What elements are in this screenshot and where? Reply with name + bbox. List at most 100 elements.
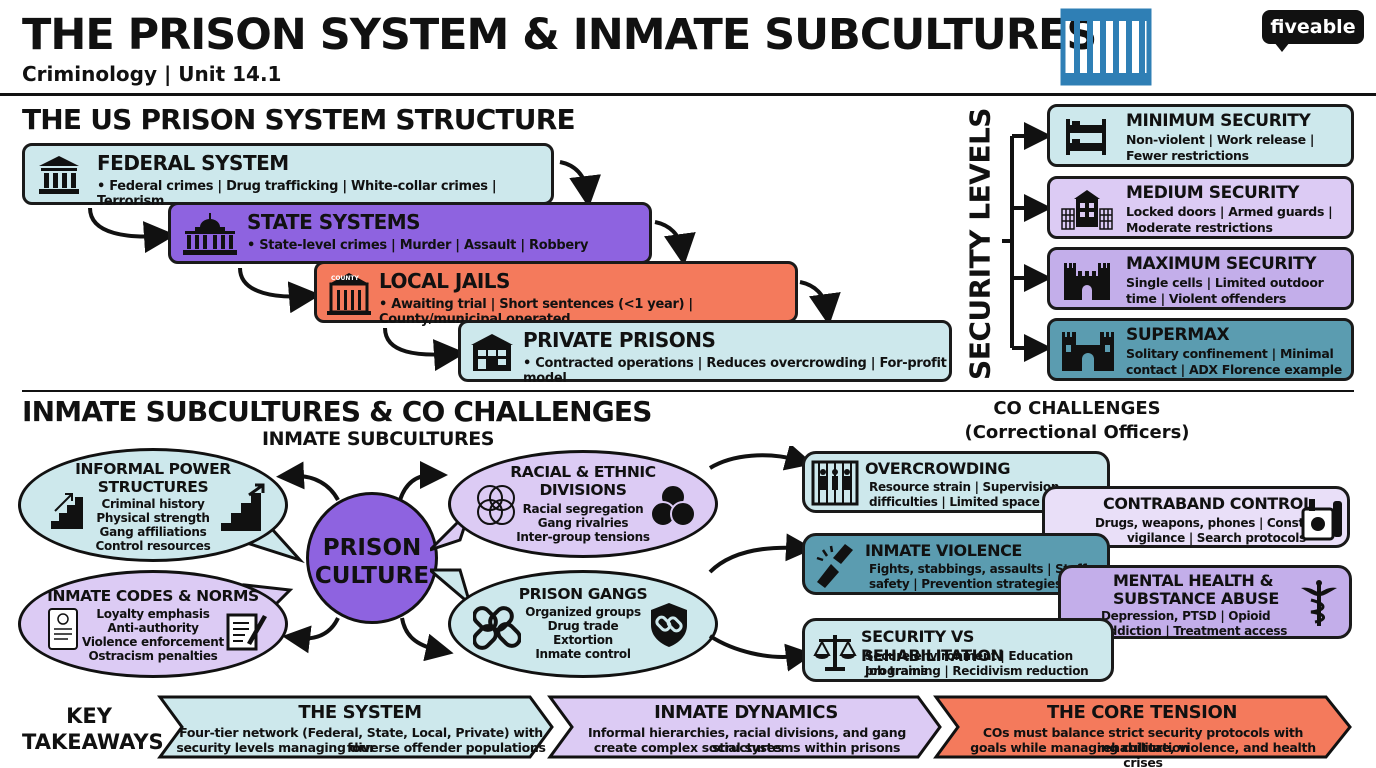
bubble-informal-power-item: Physical strength (96, 511, 210, 525)
takeaway-system-line2: security levels managing diverse offende… (176, 740, 546, 755)
courthouse-icon (37, 154, 81, 196)
bubble-informal-power-item: Control resources (95, 539, 211, 553)
fortress-icon (1062, 258, 1112, 302)
security-minimum-line1: Non-violent | Work release | (1126, 132, 1315, 147)
scales-of-justice-icon (813, 631, 857, 673)
tier-local: COUNTY LOCAL JAILS • Awaiting trial | Sh… (314, 261, 798, 327)
bubble-informal-power-title1: INFORMAL POWER (75, 460, 231, 478)
bubble-inmate-codes-item: Ostracism penalties (88, 649, 218, 663)
tier-federal: FEDERAL SYSTEM • Federal crimes | Drug t… (22, 143, 554, 209)
co-mental-health: MENTAL HEALTH & SUBSTANCE ABUSE Depressi… (1058, 565, 1352, 639)
bubble-prison-gangs: PRISON GANGS Organized groups Drug trade… (448, 570, 718, 678)
security-bracket (1002, 122, 1050, 362)
co-contraband-title: CONTRABAND CONTROL (1103, 494, 1313, 513)
co-connectors (708, 446, 808, 672)
takeaway-dynamics-line2: create complex social systems within pri… (593, 740, 901, 755)
page-subtitle: Criminology | Unit 14.1 (22, 62, 282, 86)
takeaway-tension-title: THE CORE TENSION (1046, 702, 1238, 723)
security-maximum-line1: Single cells | Limited outdoor (1126, 275, 1324, 290)
co-subheading: (Correctional Officers) (964, 422, 1190, 443)
security-maximum: MAXIMUM SECURITY Single cells | Limited … (1047, 247, 1354, 310)
co-mental-health-title2: SUBSTANCE ABUSE (1113, 589, 1279, 608)
header-divider (0, 93, 1376, 96)
bubble-racial-item: Gang rivalries (537, 516, 629, 530)
takeaway-chevrons (157, 695, 1352, 759)
bubble-gangs-item: Inmate control (535, 647, 631, 661)
pen-document-icon (225, 609, 269, 653)
castle-icon (1060, 329, 1116, 373)
co-security-vs-rehab-line2: Job training | Recidivism reduction (865, 664, 1089, 678)
bubble-informal-power-item: Gang affiliations (99, 525, 207, 539)
scroll-seal-icon (43, 605, 83, 653)
takeaways-label1: KEY (66, 704, 112, 728)
co-heading: CO CHALLENGES (993, 398, 1161, 419)
takeaway-system-line1: Four-tier network (Federal, State, Local… (179, 725, 543, 755)
bubble-racial-item: Racial segregation (522, 502, 644, 516)
private-prison-icon (469, 331, 515, 373)
takeaway-tension-line2: goals while managing culture, violence, … (970, 740, 1316, 768)
bubble-informal-power-title2: STRUCTURES (97, 478, 209, 496)
security-minimum-line2: Fewer restrictions (1126, 148, 1249, 163)
tier-federal-desc: • Federal crimes | Drug trafficking | Wh… (97, 179, 497, 209)
county-jail-icon (325, 270, 373, 316)
security-medium-title: MEDIUM SECURITY (1126, 183, 1300, 203)
co-violence-title: INMATE VIOLENCE (865, 541, 1022, 560)
stairs-up-icon (49, 489, 91, 531)
security-levels-label: SECURITY LEVELS (963, 108, 997, 380)
county-sign-label: COUNTY (331, 275, 359, 282)
tier-state-title: STATE SYSTEMS (247, 210, 421, 234)
bubble-gangs-item: Drug trade (547, 619, 619, 633)
takeaway-dynamics-title: INMATE DYNAMICS (654, 702, 838, 723)
contraband-box-icon (1301, 497, 1345, 541)
co-violence-line1: Fights, stabbings, assaults | Staff (869, 562, 1087, 576)
takeaways-label2: TAKEAWAYS (22, 730, 164, 754)
tier-state: STATE SYSTEMS • State-level crimes | Mur… (168, 202, 652, 264)
bubble-informal-power-item: Criminal history (101, 497, 205, 511)
overlapping-circles-icon (473, 483, 519, 527)
tier-private-title: PRIVATE PRISONS (523, 328, 716, 352)
structure-heading: THE US PRISON SYSTEM STRUCTURE (22, 103, 576, 136)
security-supermax: SUPERMAX Solitary confinement | Minimal … (1047, 318, 1354, 381)
tier-private-desc: • Contracted operations | Reduces overcr… (523, 356, 947, 386)
logo-tail (1274, 42, 1290, 52)
co-mental-health-title1: MENTAL HEALTH & (1113, 571, 1274, 590)
security-levels-heading: SECURITY LEVELS (958, 108, 1002, 380)
shield-badge-icon (647, 601, 691, 649)
takeaway-system-title: THE SYSTEM (298, 702, 422, 723)
prison-bars-icon (1060, 8, 1152, 86)
security-minimum: MINIMUM SECURITY Non-violent | Work rele… (1047, 104, 1354, 167)
co-overcrowding-line2: difficulties | Limited space (869, 495, 1040, 509)
fiveable-logo: fiveable (1262, 10, 1364, 44)
co-security-vs-rehab-title: SECURITY VS REHABILITATION (861, 627, 1004, 665)
co-overcrowding-line1: Resource strain | Supervision (869, 480, 1060, 494)
bubble-racial-title1: RACIAL & ETHNIC (510, 463, 656, 481)
co-overcrowding-title: OVERCROWDING (865, 459, 1011, 478)
bubble-inmate-codes-item: Violence enforcement (82, 635, 224, 649)
security-medium: MEDIUM SECURITY Locked doors | Armed gua… (1047, 176, 1354, 239)
subcultures-subheading: INMATE SUBCULTURES (262, 428, 495, 450)
page-title: THE PRISON SYSTEM & INMATE SUBCULTURES (22, 10, 1097, 60)
bubble-inmate-codes-title: INMATE CODES & NORMS (47, 587, 259, 605)
co-contraband-line2: vigilance | Search protocols (1127, 531, 1306, 545)
bubble-informal-power: INFORMAL POWER STRUCTURES Criminal histo… (18, 448, 288, 562)
section-divider (22, 390, 1354, 392)
security-medium-line2: Moderate restrictions (1126, 220, 1273, 235)
co-security-vs-rehab: SECURITY VS REHABILITATION Secure enviro… (802, 618, 1114, 682)
security-maximum-title: MAXIMUM SECURITY (1126, 254, 1317, 274)
tier-private: PRIVATE PRISONS • Contracted operations … (458, 320, 952, 386)
bubble-inmate-codes-item: Loyalty emphasis (96, 607, 210, 621)
co-security-vs-rehab-line1: Secure environment | Education programs (865, 649, 1073, 678)
takeaway-tension-line1: COs must balance strict security protoco… (982, 725, 1304, 755)
fist-bump-icon (811, 542, 859, 588)
bubble-gangs-item: Extortion (553, 633, 613, 647)
co-contraband-line1: Drugs, weapons, phones | Constant (1095, 516, 1326, 530)
venn-circles-icon (649, 483, 697, 529)
security-supermax-line2: contact | ADX Florence example (1126, 362, 1342, 377)
bubble-inmate-codes: INMATE CODES & NORMS Loyalty emphasis An… (18, 570, 288, 678)
co-mental-health-line1: Depression, PTSD | Opioid (1101, 609, 1271, 623)
bubble-racial-divisions: RACIAL & ETHNIC DIVISIONS Racial segrega… (448, 450, 718, 558)
bubble-racial-item: Inter-group tensions (516, 530, 650, 544)
takeaway-dynamics-line1: Informal hierarchies, racial divisions, … (587, 725, 907, 755)
co-mental-health-line2: addiction | Treatment access (1101, 624, 1288, 638)
co-overcrowding: OVERCROWDING Resource strain | Supervisi… (802, 451, 1110, 513)
